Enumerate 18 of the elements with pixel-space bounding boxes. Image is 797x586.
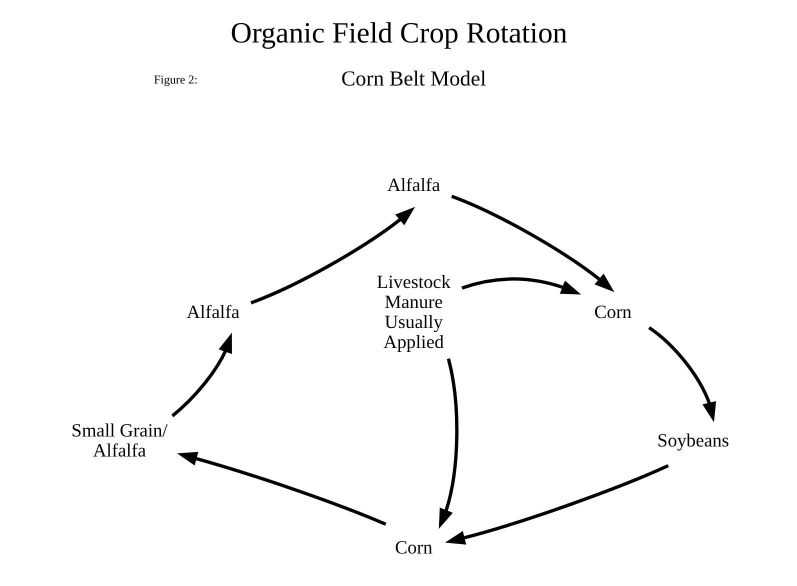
arrow [648,326,716,422]
node-text: Alfalfa [386,174,440,196]
label: Corn Belt Model [340,66,486,90]
arrow [250,206,415,304]
arrow [170,332,232,418]
node-text: Corn [594,302,632,324]
arrow [460,277,581,294]
arrow [450,194,614,292]
arrow [444,464,668,545]
diagram-title: Organic Field Crop Rotation [230,17,567,50]
node-text: Corn [394,537,432,558]
label: Figure 2: [153,72,198,86]
node-text: Small Grain/ Alfalfa [70,420,168,462]
node-text: Soybeans [656,430,729,452]
node-text: Livestock Manure Usually Applied [376,272,450,354]
arrow [438,358,458,529]
arrow [176,452,386,526]
node-text: Alfalfa [186,302,240,324]
